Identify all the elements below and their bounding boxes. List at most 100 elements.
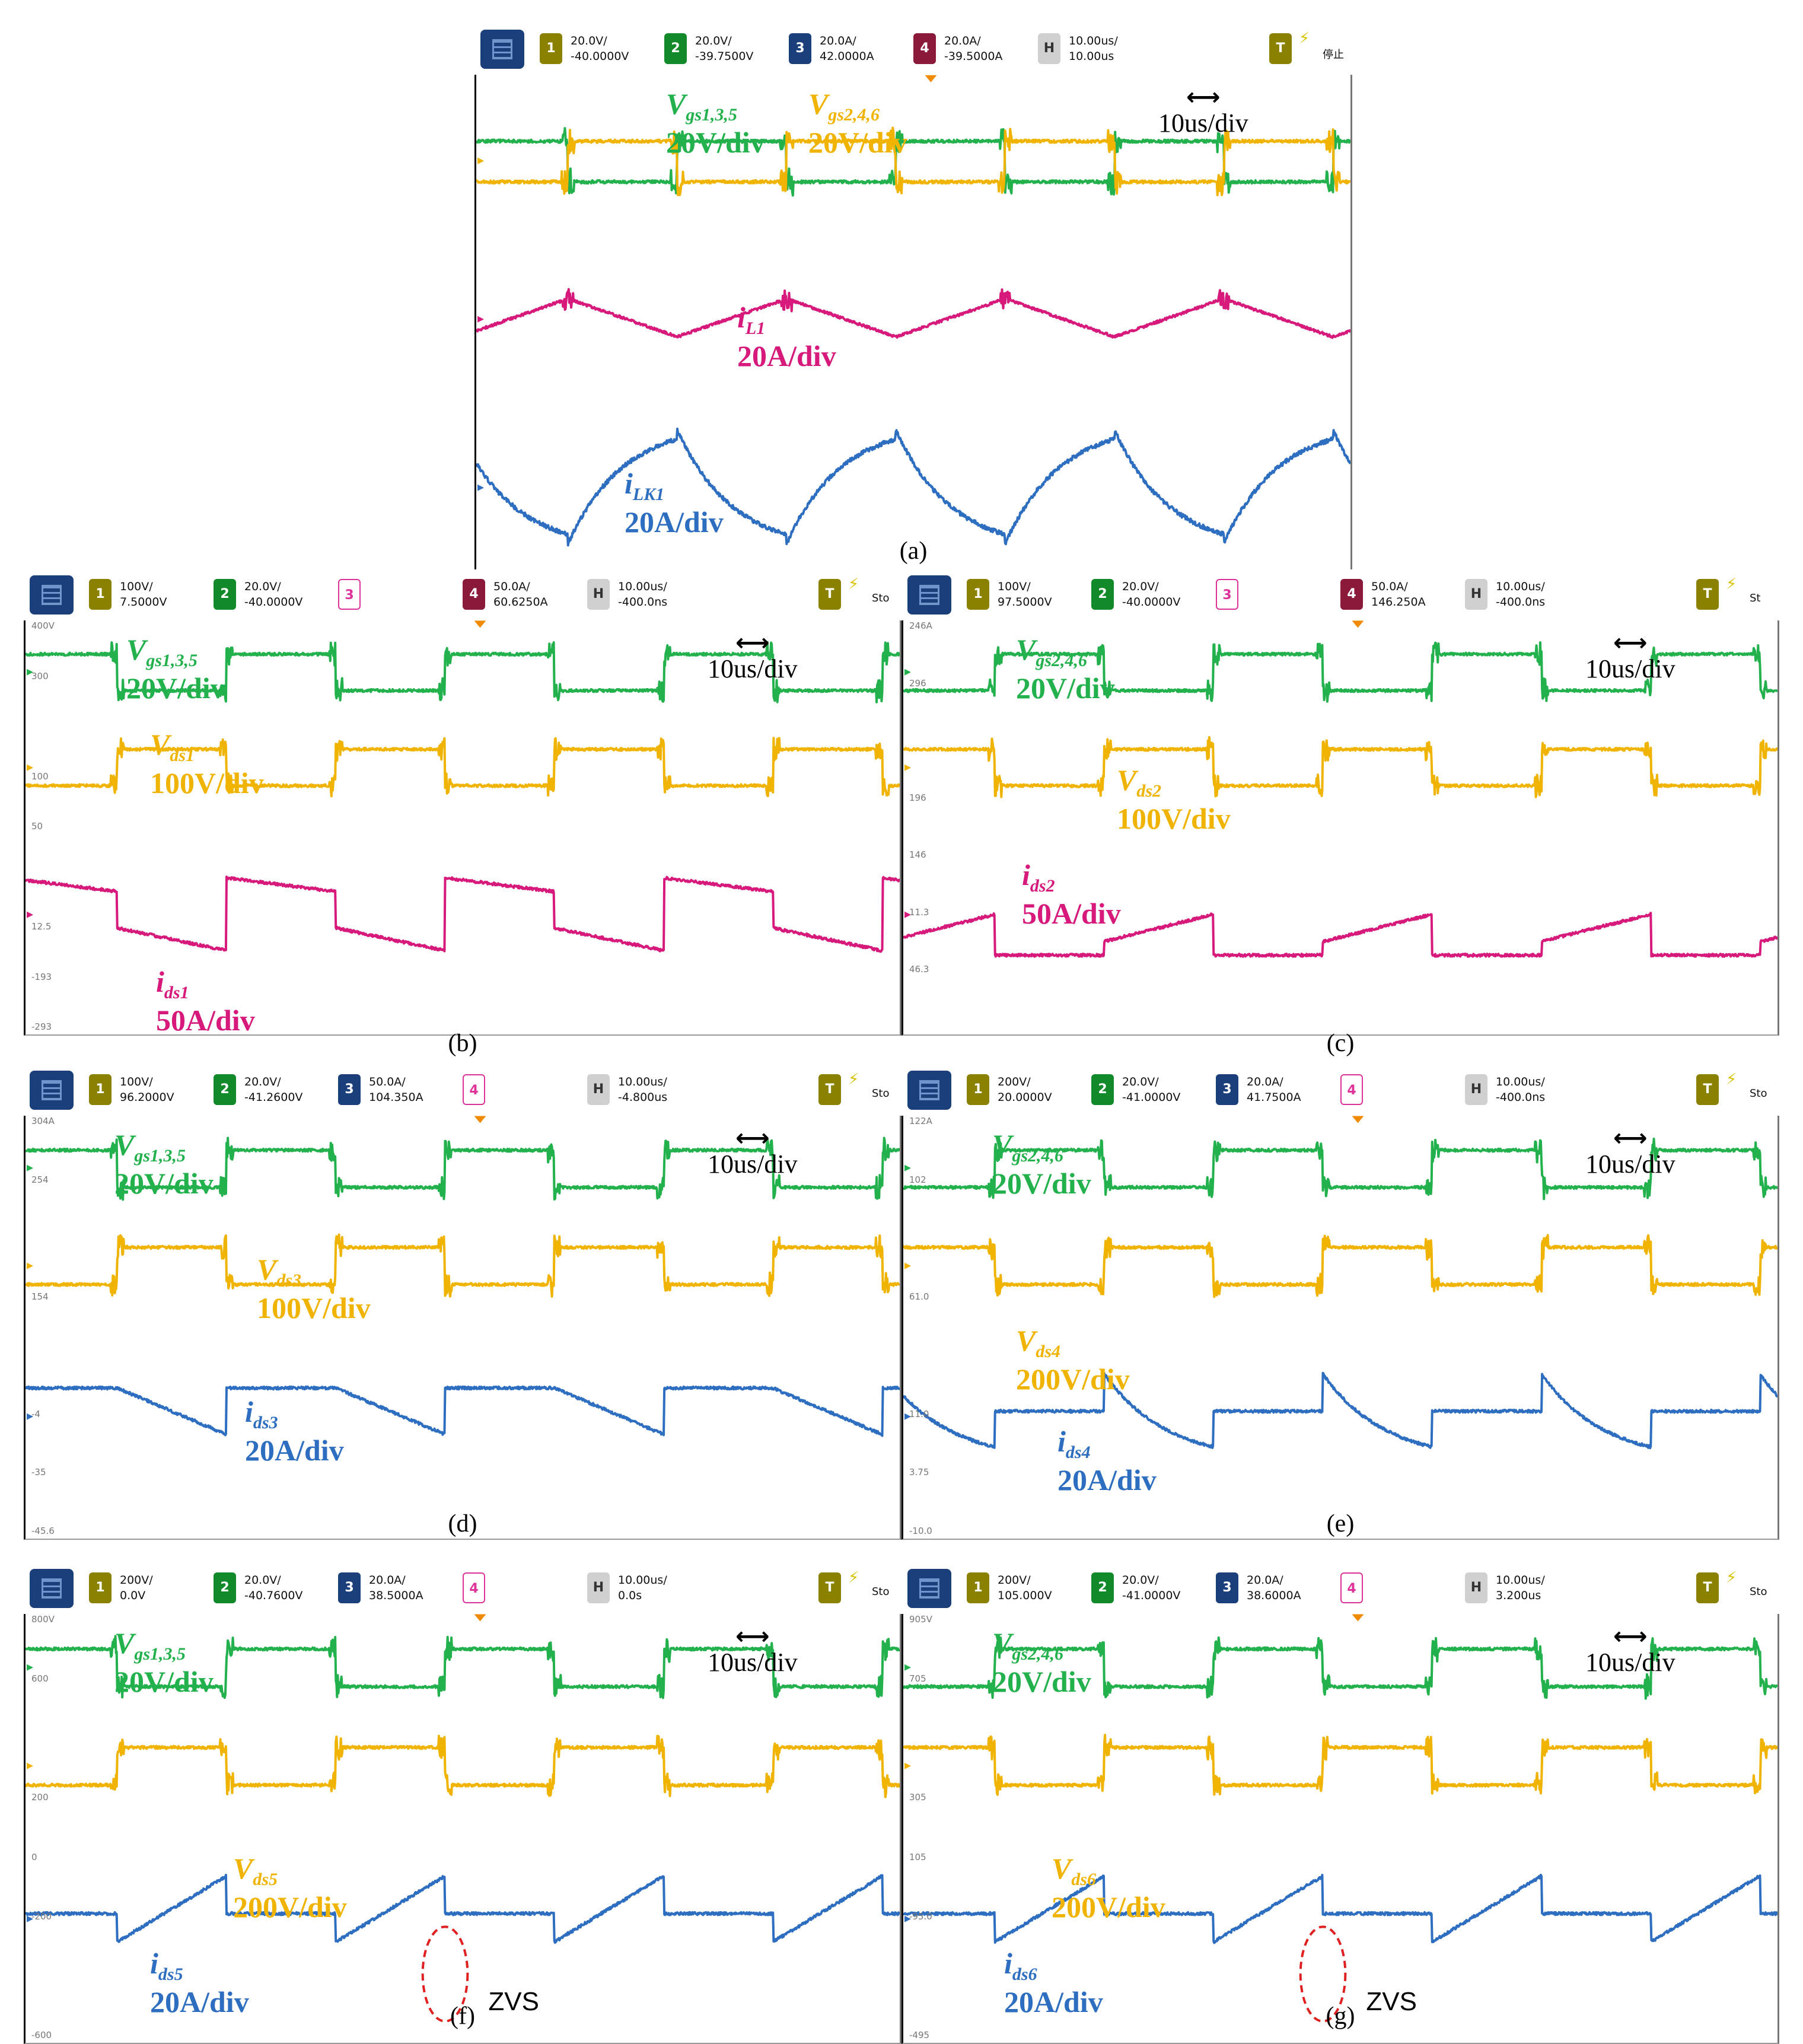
channel-scale: 20.0V/ — [244, 580, 281, 593]
channel-offset: 38.5000A — [369, 1589, 423, 1602]
series-subscript: gs1,3,5 — [686, 105, 737, 125]
series-scale: 200V/div — [1016, 1362, 1130, 1396]
menu-icon[interactable] — [30, 575, 74, 615]
lightning-icon: ⚡ — [1726, 1071, 1737, 1088]
series-name: Vgs1,3,5 — [114, 1128, 186, 1161]
series-subscript: gs2,4,6 — [1012, 1146, 1063, 1166]
series-name: ids2 — [1022, 858, 1055, 892]
menu-icon[interactable] — [30, 1569, 74, 1608]
series-name: ids5 — [150, 1947, 183, 1980]
lightning-icon: ⚡ — [848, 1569, 859, 1587]
trigger-badge[interactable]: T — [1696, 1074, 1719, 1105]
series-name: Vgs2,4,6 — [808, 87, 880, 120]
trigger-badge[interactable]: T — [1696, 579, 1719, 610]
channel-badge: 1 — [540, 33, 562, 64]
series-scale: 200V/div — [1052, 1890, 1165, 1924]
series-scale: 20V/div — [992, 1166, 1091, 1201]
y-tick-label: 246A — [909, 620, 932, 631]
y-tick-label: 61.0 — [909, 1291, 929, 1302]
panel-caption: (g) — [1311, 2002, 1370, 2030]
trigger-badge[interactable]: T — [818, 1074, 841, 1105]
y-tick-label: 12.5 — [31, 921, 51, 932]
channel-offset: 41.7500A — [1247, 1091, 1301, 1104]
channel-badge: 4 — [1340, 1074, 1363, 1105]
channel-badge: 3 — [338, 1074, 361, 1105]
time-div-indicator: ⟷10us/div — [1585, 1626, 1675, 1677]
menu-icon[interactable] — [907, 575, 951, 615]
scope-header: 1200V/0.0V220.0V/-40.7600V320.0A/38.5000… — [24, 1563, 902, 1614]
channel-offset: 146.250A — [1371, 596, 1426, 609]
y-tick-label: 146 — [909, 849, 926, 860]
trigger-badge[interactable]: T — [1696, 1572, 1719, 1603]
series-scale: 200V/div — [233, 1890, 347, 1924]
channel-badge: 2 — [214, 579, 236, 610]
trigger-badge[interactable]: T — [1269, 33, 1292, 64]
channel-scale: 20.0V/ — [1122, 1075, 1159, 1088]
series-subscript: ds3 — [253, 1413, 278, 1432]
series-label: Vgs1,3,520V/div — [126, 632, 225, 705]
trace-Vds5 — [26, 1736, 900, 1797]
series-symbol: V — [233, 1852, 253, 1885]
series-scale: 20V/div — [114, 1166, 214, 1201]
run-status: 停止 — [1323, 46, 1344, 62]
y-tick-label: 50 — [31, 821, 43, 832]
timebase-badge: H — [1465, 579, 1487, 610]
series-name: ids6 — [1004, 1947, 1037, 1980]
double-arrow-icon: ⟷ — [1158, 87, 1248, 108]
channel-badge: 3 — [338, 579, 361, 610]
channel-offset: 0.0V — [120, 1589, 145, 1602]
trigger-badge[interactable]: T — [818, 579, 841, 610]
series-label: iLK120A/div — [625, 466, 724, 539]
scope-header: 1200V/20.0000V220.0V/-41.0000V320.0A/41.… — [902, 1065, 1779, 1116]
y-tick-label: 200 — [31, 1792, 49, 1803]
panel-caption: (b) — [433, 1029, 492, 1058]
menu-icon[interactable] — [30, 1071, 74, 1110]
double-arrow-icon: ⟷ — [708, 1128, 798, 1149]
series-subscript: ds1 — [170, 746, 195, 765]
menu-icon[interactable] — [480, 30, 524, 69]
series-label: Vds1100V/div — [150, 727, 264, 800]
series-scale: 20V/div — [992, 1664, 1091, 1699]
ground-marker: ▸ — [904, 760, 911, 775]
channel-offset: -41.2600V — [244, 1091, 302, 1104]
timebase-scale: 10.00us/ — [618, 1075, 667, 1088]
y-tick-label: -293 — [31, 1021, 52, 1032]
series-label: ids420A/div — [1057, 1424, 1157, 1497]
series-symbol: i — [245, 1395, 253, 1428]
series-name: Vds6 — [1052, 1852, 1096, 1885]
series-scale: 20A/div — [1004, 1985, 1103, 2019]
series-label: Vgs2,4,620V/div — [1016, 632, 1115, 705]
channel-badge: 3 — [338, 1572, 361, 1603]
ground-marker: ▸ — [27, 1660, 33, 1674]
panel-d: 1100V/96.2000V220.0V/-41.2600V350.0A/104… — [24, 1065, 902, 1527]
series-scale: 20A/div — [1057, 1463, 1157, 1497]
series-subscript: ds3 — [276, 1271, 301, 1290]
scope-header: 120.0V/-40.0000V220.0V/-39.7500V320.0A/4… — [474, 24, 1352, 75]
y-tick-label: 3.75 — [909, 1467, 929, 1478]
lightning-icon: ⚡ — [1726, 575, 1737, 593]
series-name: Vgs1,3,5 — [666, 87, 737, 120]
series-name: ids3 — [245, 1395, 278, 1428]
run-status: Sto — [872, 1087, 890, 1100]
series-name: iL1 — [737, 301, 765, 334]
trace-Vds3 — [26, 1235, 900, 1297]
menu-icon[interactable] — [907, 1071, 951, 1110]
series-symbol: i — [737, 301, 746, 334]
ground-marker: ▸ — [477, 311, 484, 326]
series-symbol: i — [1057, 1425, 1066, 1458]
channel-badge: 2 — [1091, 579, 1114, 610]
trigger-badge[interactable]: T — [818, 1572, 841, 1603]
panel-caption: (c) — [1311, 1029, 1370, 1058]
y-tick-label: 296 — [909, 678, 926, 689]
timebase-scale: 10.00us/ — [1496, 580, 1545, 593]
y-tick-label: 305 — [909, 1792, 926, 1803]
y-tick-label: 600 — [31, 1673, 49, 1684]
channel-scale: 100V/ — [998, 580, 1031, 593]
series-name: Vgs2,4,6 — [992, 1626, 1063, 1660]
waveform-svg — [476, 75, 1350, 584]
series-scale: 100V/div — [150, 766, 264, 800]
y-tick-label: 196 — [909, 792, 926, 803]
channel-offset: 38.6000A — [1247, 1589, 1301, 1602]
y-tick-label: 122A — [909, 1116, 932, 1126]
menu-icon[interactable] — [907, 1569, 951, 1608]
